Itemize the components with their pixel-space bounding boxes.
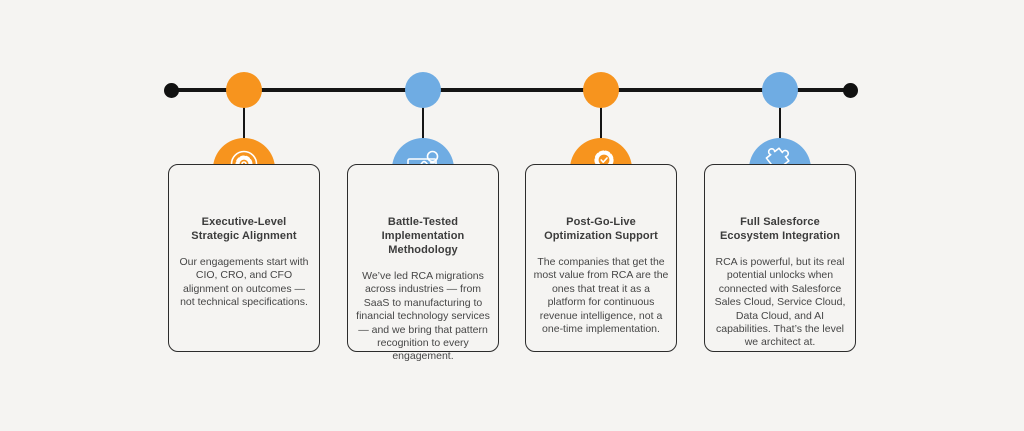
step-connector-line (243, 98, 245, 146)
card-optimization-support: Post-Go-Live Optimization Support The co… (525, 164, 677, 352)
card-title: Battle-Tested Implementation Methodology (381, 216, 465, 256)
timeline-line (172, 88, 851, 92)
card-executive-alignment: Executive-Level Strategic Alignment Our … (168, 164, 320, 352)
timeline-node-4 (762, 72, 798, 108)
timeline-node-3 (583, 72, 619, 108)
card-body: RCA is powerful, but its real potential … (714, 256, 846, 349)
card-body: The companies that get the most value fr… (533, 256, 669, 336)
timeline-end-dot (843, 83, 858, 98)
card-ecosystem-integration: Full Salesforce Ecosystem Integration RC… (704, 164, 856, 352)
card-body: Our engagements start with CIO, CRO, and… (179, 256, 309, 309)
step-connector-line (422, 98, 424, 146)
timeline-node-2 (405, 72, 441, 108)
card-title: Post-Go-Live Optimization Support (544, 216, 658, 242)
step-connector-line (779, 98, 781, 146)
card-title: Executive-Level Strategic Alignment (191, 216, 297, 242)
card-implementation-methodology: Battle-Tested Implementation Methodology… (347, 164, 499, 362)
step-connector-line (600, 98, 602, 146)
card-title: Full Salesforce Ecosystem Integration (719, 216, 841, 242)
card-body: We’ve led RCA migrations across industri… (356, 270, 490, 363)
timeline-start-dot (164, 83, 179, 98)
timeline-node-1 (226, 72, 262, 108)
